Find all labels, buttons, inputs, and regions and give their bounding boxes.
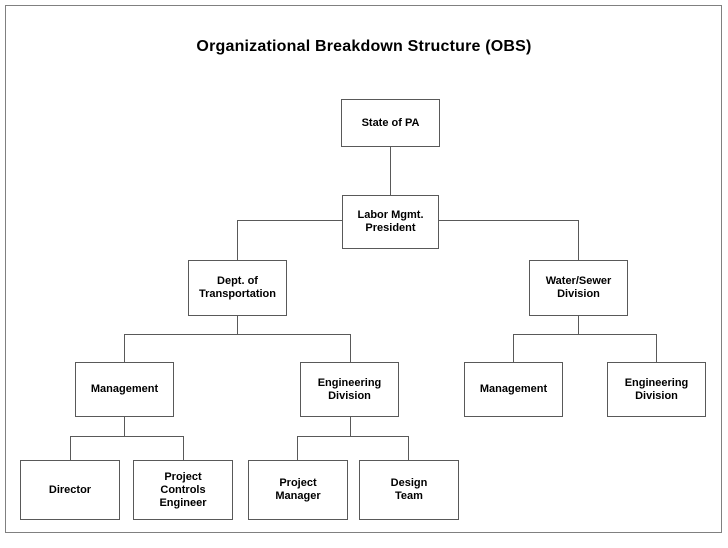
node-state-of-pa[interactable]: State of PA (341, 99, 440, 147)
connector-ws-to-management (513, 334, 514, 362)
connector-dotmgmt-stem (124, 417, 125, 436)
node-ws-management[interactable]: Management (464, 362, 563, 417)
connector-dotmgmt-to-director (70, 436, 71, 460)
node-ws-engineering-division[interactable]: Engineering Division (607, 362, 706, 417)
connector-dot-to-engineering (350, 334, 351, 362)
node-dot-management[interactable]: Management (75, 362, 174, 417)
connector-doteng-stem (350, 417, 351, 436)
connector-ws-bus (513, 334, 657, 335)
connector-doteng-bus (297, 436, 409, 437)
page-title: Organizational Breakdown Structure (OBS) (196, 38, 532, 55)
connector-president-left-bus (237, 220, 343, 221)
connector-doteng-to-pm (297, 436, 298, 460)
connector-ws-to-engineering (656, 334, 657, 362)
node-dot-engineering-division[interactable]: Engineering Division (300, 362, 399, 417)
connector-dotmgmt-to-pce (183, 436, 184, 460)
node-design-team[interactable]: Design Team (359, 460, 459, 520)
connector-dot-bus (124, 334, 351, 335)
connector-dot-to-management (124, 334, 125, 362)
node-dept-of-transportation[interactable]: Dept. of Transportation (188, 260, 287, 316)
node-project-controls-engineer[interactable]: Project Controls Engineer (133, 460, 233, 520)
node-project-manager[interactable]: Project Manager (248, 460, 348, 520)
connector-ws-stem (578, 316, 579, 334)
connector-doteng-to-design (408, 436, 409, 460)
connector-president-right-drop (578, 220, 579, 260)
connector-state-to-president (390, 147, 391, 195)
node-labor-mgmt-president[interactable]: Labor Mgmt. President (342, 195, 439, 249)
connector-president-left-drop (237, 220, 238, 260)
node-water-sewer-division[interactable]: Water/Sewer Division (529, 260, 628, 316)
connector-president-right-bus (439, 220, 579, 221)
node-director[interactable]: Director (20, 460, 120, 520)
connector-dot-stem (237, 316, 238, 334)
connector-dotmgmt-bus (70, 436, 184, 437)
